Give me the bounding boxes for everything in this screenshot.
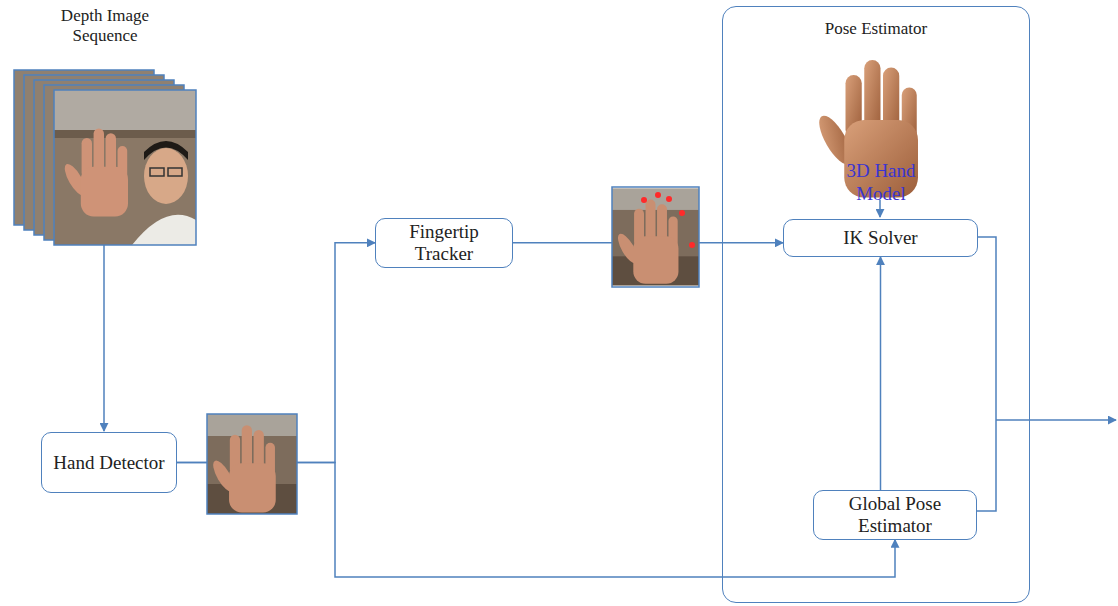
connector-arrow (880, 257, 882, 490)
process-box: Hand Detector (41, 432, 177, 493)
output-line (976, 420, 996, 511)
node-text: Global Pose Estimator (822, 493, 968, 537)
image-caption: Depth Image Sequence (35, 6, 175, 47)
process-box: Global Pose Estimator (813, 490, 977, 540)
image-stack (14, 70, 196, 245)
output-line (977, 237, 996, 420)
process-box: Fingertip Tracker (375, 218, 513, 268)
node-text: IK Solver (843, 227, 917, 249)
output-arrow (996, 419, 1116, 421)
node-text: Hand Detector (53, 452, 164, 474)
node-text: Pose Estimator (825, 19, 927, 39)
hand-image (207, 414, 297, 514)
group-panel: Pose Estimator IK SolverGlobal Pose Estim… (722, 6, 1030, 603)
fingertip-image (612, 187, 699, 287)
input-arrow (103, 245, 105, 431)
process-box: IK Solver (783, 219, 978, 257)
node-text: Fingertip Tracker (384, 221, 504, 265)
model-label: 3D Hand Model (838, 160, 924, 206)
